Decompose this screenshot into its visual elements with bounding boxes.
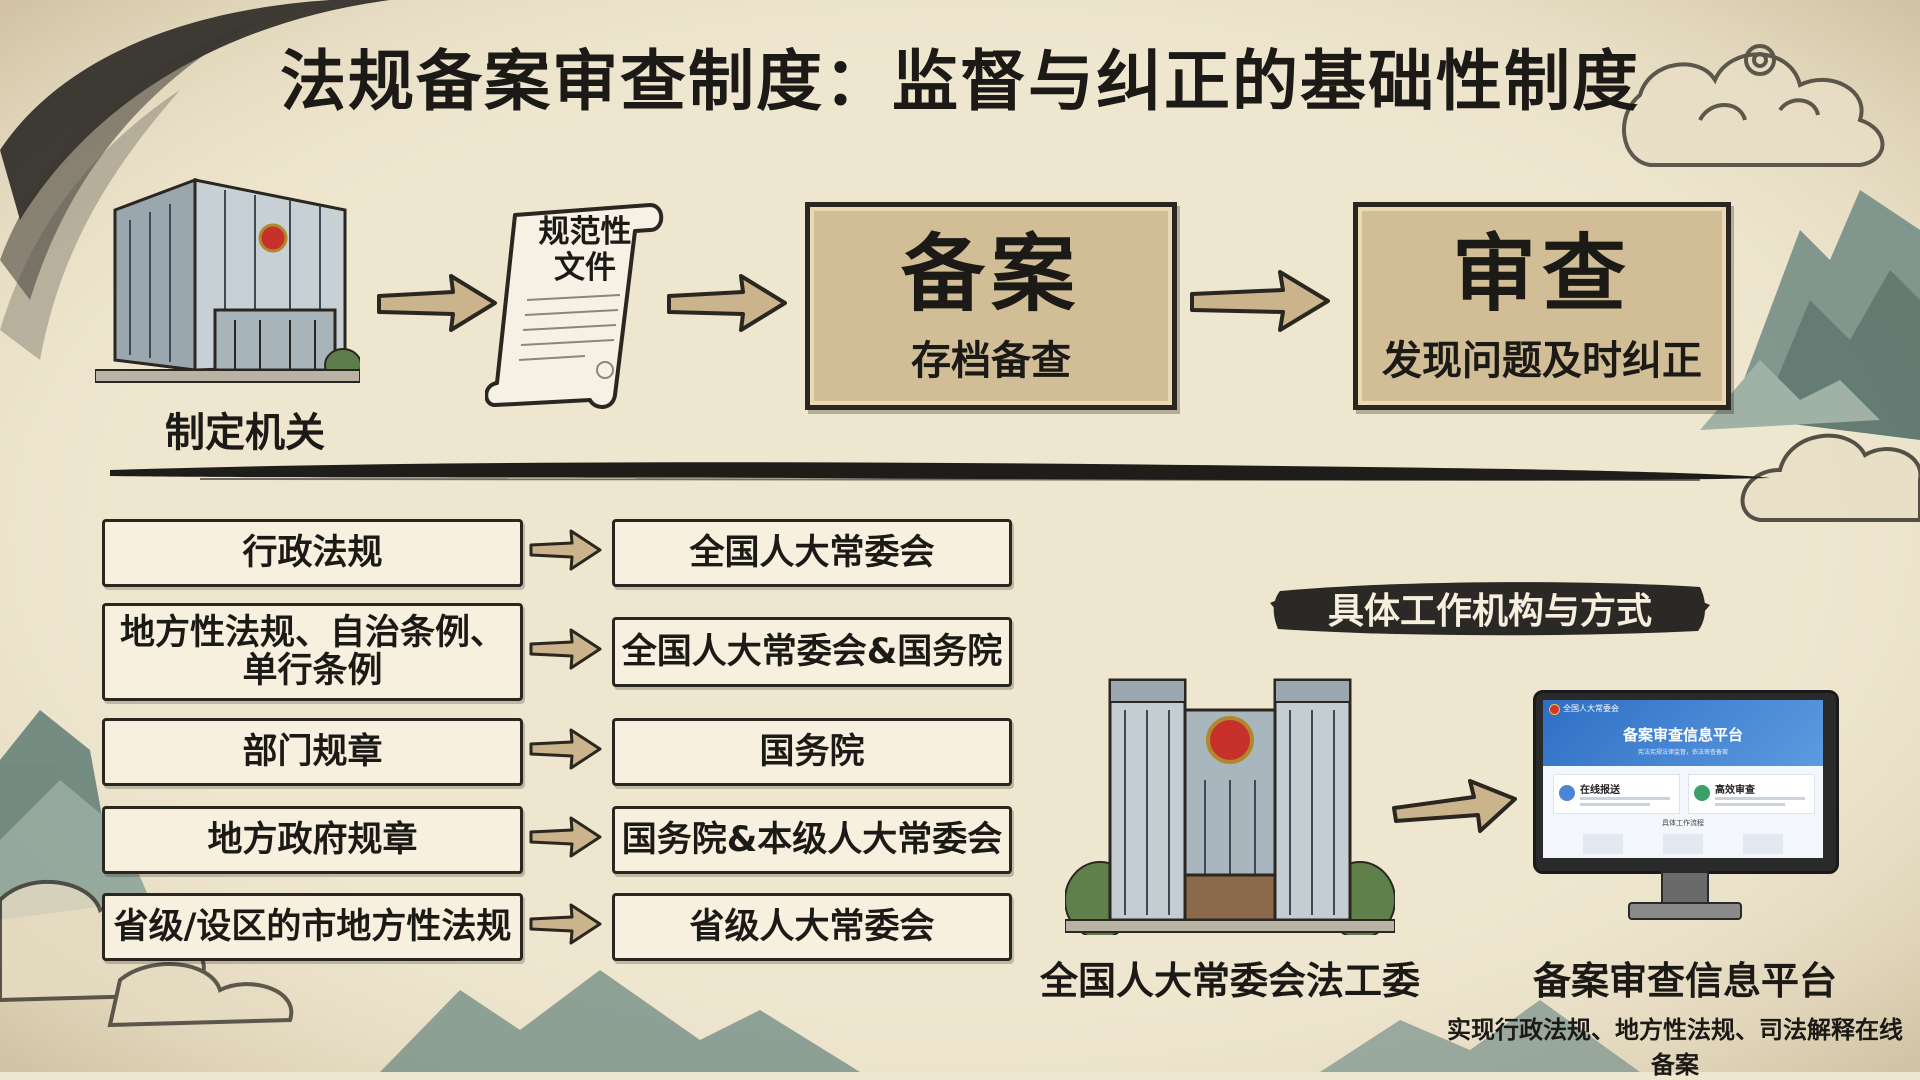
target-box-provincial-npcsc: 省级人大常委会 — [612, 893, 1012, 961]
screen-tagline: 宪法宪规法律监督，依法审查备案 — [1637, 749, 1728, 756]
arrow-right-icon — [1190, 270, 1330, 332]
arrow-right-icon — [377, 274, 497, 332]
arrow-right-icon — [1392, 779, 1517, 833]
document-label-line1: 规范性 — [538, 214, 632, 250]
document-scroll-icon — [485, 203, 664, 409]
filing-box: 备案 存档备查 — [805, 202, 1177, 410]
filing-title: 备案 — [900, 224, 1081, 323]
page-title: 法规备案审查制度：监督与纠正的基础性制度 — [280, 43, 1640, 120]
source-line2: 单行条例 — [242, 651, 383, 691]
screen-tile — [1663, 834, 1703, 854]
review-box: 审查 发现问题及时纠正 — [1353, 202, 1731, 410]
arrow-right-icon — [529, 728, 602, 770]
arrow-right-icon — [529, 529, 602, 571]
banner-brush-stroke — [1270, 582, 1710, 636]
review-title: 审查 — [1451, 224, 1632, 323]
ink-divider — [110, 462, 1770, 481]
source-line1: 地方性法规、自治条例、 — [119, 612, 505, 653]
monitor-screen: 全国人大常委会 备案审查信息平台 宪法宪规法律监督，依法审查备案 在线报送 高效… — [1543, 700, 1823, 858]
screen-section-title: 具体工作流程 — [1662, 819, 1704, 827]
review-icon — [1694, 785, 1710, 801]
target-box-npcsc-state-council: 全国人大常委会&国务院 — [612, 617, 1012, 687]
document-label: 规范性 文件 — [520, 214, 650, 286]
review-subtitle: 发现问题及时纠正 — [1382, 338, 1702, 385]
source-box-administrative-regulations: 行政法规 — [102, 519, 523, 587]
cloud-right-middle — [1740, 433, 1920, 522]
arrow-right-icon — [529, 903, 602, 945]
monitor-stand — [1628, 902, 1742, 920]
arrow-right-icon — [667, 274, 787, 332]
source-box-department-rules: 部门规章 — [102, 718, 523, 786]
filing-subtitle: 存档备查 — [911, 338, 1071, 385]
source-box-provincial-city-regulations: 省级/设区的市地方性法规 — [102, 893, 523, 961]
document-label-line2: 文件 — [554, 249, 616, 286]
upload-icon — [1559, 785, 1575, 801]
npc-building-icon — [1065, 678, 1395, 935]
feature-card-efficient-review[interactable]: 高效审查 — [1688, 774, 1815, 814]
target-box-npcsc: 全国人大常委会 — [612, 519, 1012, 587]
cloud-top-right — [1622, 44, 1885, 167]
arrow-right-icon — [529, 816, 602, 858]
source-box-local-regulations: 地方性法规、自治条例、 单行条例 — [102, 603, 523, 701]
screen-header-text: 全国人大常委会 — [1563, 704, 1619, 713]
feature2-label: 高效审查 — [1715, 785, 1755, 796]
office-label: 全国人大常委会法工委 — [1040, 959, 1421, 1003]
screen-header: 全国人大常委会 备案审查信息平台 宪法宪规法律监督，依法审查备案 — [1543, 700, 1823, 766]
banner-title: 具体工作机构与方式 — [1327, 591, 1652, 632]
feature1-label: 在线报送 — [1580, 785, 1620, 796]
platform-label: 备案审查信息平台 — [1532, 959, 1837, 1003]
emblem-icon — [1549, 704, 1560, 715]
arrow-right-icon — [529, 628, 602, 670]
source-box-local-government-rules: 地方政府规章 — [102, 806, 523, 874]
agency-label: 制定机关 — [165, 410, 325, 456]
ink-stroke-top-left — [0, 0, 390, 220]
target-box-state-council: 国务院 — [612, 718, 1012, 786]
platform-monitor: 全国人大常委会 备案审查信息平台 宪法宪规法律监督，依法审查备案 在线报送 高效… — [1533, 690, 1839, 930]
platform-caption: 实现行政法规、地方性法规、司法解释在线备案 — [1447, 1016, 1903, 1079]
mountains-right — [1700, 190, 1920, 440]
target-box-state-council-local-npc: 国务院&本级人大常委会 — [612, 806, 1012, 874]
screen-title: 备案审查信息平台 — [1622, 726, 1743, 744]
feature-card-online-submit[interactable]: 在线报送 — [1553, 774, 1680, 814]
mountains-bottom — [380, 970, 1640, 1072]
screen-tile — [1743, 834, 1783, 854]
screen-tile — [1583, 834, 1623, 854]
government-building-icon — [95, 177, 360, 383]
